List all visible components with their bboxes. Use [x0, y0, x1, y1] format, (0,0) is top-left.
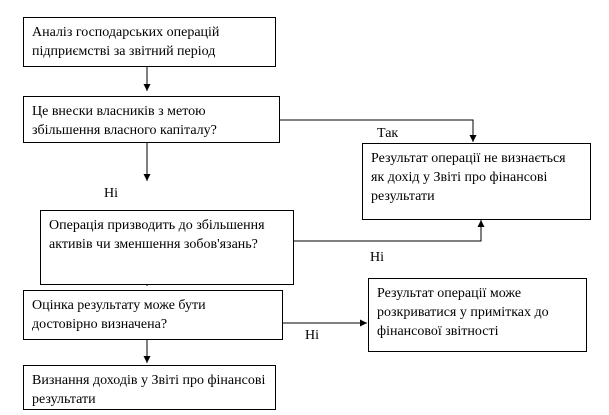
box-operations-analysis: Аналіз господарських операцій підприємст… — [23, 17, 276, 67]
arrow-no-to-not-income — [240, 220, 485, 242]
box-asset-increase-question: Операція призводить до збільшення активі… — [40, 210, 294, 285]
arrow-yes-to-not-income — [280, 119, 477, 142]
label-yes: Так — [377, 126, 399, 141]
box-reliable-estimate-question: Оцінка результату може бути достовірно в… — [23, 290, 283, 340]
label-no-estimate: Ні — [305, 328, 319, 343]
box-not-recognized-as-income: Результат операції не визнається як дохі… — [362, 143, 591, 220]
box-income-recognition: Визнання доходів у Звіті про фінансові р… — [23, 365, 276, 410]
box-notes-disclosure: Результат операції може розкриватися у п… — [368, 278, 587, 352]
box-owner-contributions-question: Це внески власників з метою збільшення в… — [23, 96, 280, 143]
label-no-contributions: Ні — [104, 186, 118, 201]
label-no-assets: Ні — [370, 250, 384, 265]
